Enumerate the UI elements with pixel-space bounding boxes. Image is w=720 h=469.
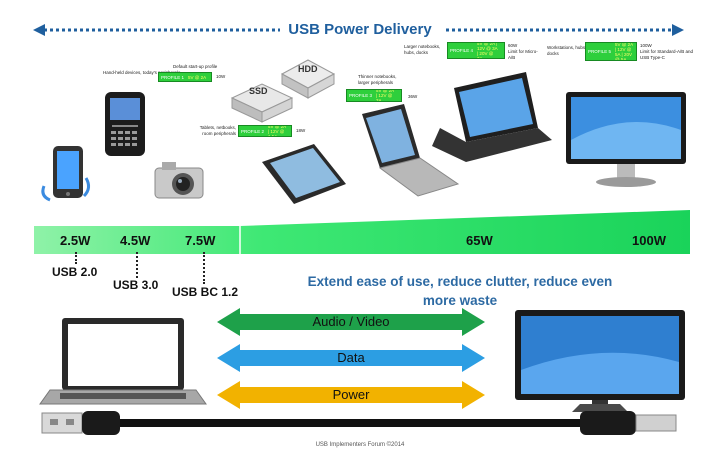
- power-level-2-5w: 2.5W: [60, 233, 91, 248]
- profile-4-label: PROFILE 4: [450, 48, 474, 53]
- hdd-icon: HDD: [280, 59, 336, 99]
- profile-5-limit: Limit for Standard-A/B and USB Type-C: [640, 49, 694, 60]
- power-level-100w: 100W: [632, 233, 666, 248]
- device-illustrations: SSD HDD: [41, 59, 686, 204]
- laptop-icon: [39, 318, 207, 405]
- profile-5-note: Workstations, hubs, docks: [547, 45, 587, 56]
- power-label: Power: [332, 387, 370, 402]
- profile-1-values: 5V @ 2A: [188, 74, 207, 80]
- profile-3-watts: 36W: [408, 94, 418, 99]
- profile-1-watts: 10W: [216, 74, 226, 79]
- blackberry-phone-icon: [105, 92, 145, 156]
- data-arrow: [217, 344, 485, 372]
- profile-2-watts: 18W: [296, 128, 306, 133]
- profile-4-values: 5V @ 2A | 12V @ 3A | 20V @ 3A: [477, 42, 498, 59]
- bottom-illustrations: [39, 308, 685, 435]
- profile-4-note: Larger notebooks, hubs, docks: [404, 44, 441, 55]
- power-wedge-bar: [34, 210, 690, 254]
- power-level-4-5w: 4.5W: [120, 233, 151, 248]
- profile-5-box: PROFILE 5 5V @ 2A | 12V @ 5A | 20V @ 5A: [585, 42, 637, 61]
- usb-cable-icon: [41, 411, 677, 435]
- profile-3-note: Thinner notebooks, larger peripherals: [358, 74, 397, 85]
- profile-4-box: PROFILE 4 5V @ 2A | 12V @ 3A | 20V @ 3A: [447, 42, 505, 59]
- audio-video-label: Audio / Video: [312, 314, 390, 329]
- profile-2-note: Tablets, netbooks, room peripherals: [199, 125, 236, 136]
- profile-1-note: Default start-up profile: [173, 64, 218, 69]
- profile-2-label: PROFILE 2: [241, 128, 265, 134]
- profile-5-values: 5V @ 2A | 12V @ 5A | 20V @ 5A: [615, 42, 633, 61]
- camera-icon: [154, 162, 204, 199]
- smartphone-icon: [41, 146, 91, 202]
- hand-held-note: Hand-held devices, today's peripherals: [103, 70, 181, 75]
- profile-4-watts: 60W: [508, 43, 518, 48]
- svg-text:HDD: HDD: [298, 64, 318, 74]
- audio-video-arrow: [217, 308, 485, 336]
- usb20-connector: [75, 252, 77, 264]
- tablet-icon: [262, 144, 346, 204]
- power-level-7-5w: 7.5W: [185, 233, 216, 248]
- profile-2-values: 5V @ 2A | 12V @ 1.5A: [268, 125, 286, 137]
- monitor-icon: [566, 92, 686, 187]
- profile-3-values: 5V @ 2A | 12V @ 3A: [376, 89, 394, 102]
- profile-3-label: PROFILE 3: [349, 93, 373, 98]
- tv-monitor-icon: [515, 310, 685, 412]
- large-notebook-icon: [432, 72, 552, 162]
- usb-3-0-label: USB 3.0: [113, 278, 159, 292]
- profile-2-box: PROFILE 2 5V @ 2A | 12V @ 1.5A: [238, 125, 292, 137]
- profile-1-box: PROFILE 1 5V @ 2A: [158, 72, 212, 82]
- profile-1-label: PROFILE 1: [161, 74, 185, 80]
- footer: USB Implementers Forum ©2014: [315, 442, 405, 448]
- title-arrows: [33, 24, 684, 36]
- power-arrow: [217, 381, 485, 409]
- ssd-icon: SSD: [230, 83, 294, 123]
- usbbc-connector: [203, 252, 205, 284]
- usb30-connector: [136, 252, 138, 278]
- power-level-65w: 65W: [466, 233, 493, 248]
- profile-3-box: PROFILE 3 5V @ 2A | 12V @ 3A: [346, 89, 402, 102]
- data-label: Data: [337, 350, 365, 365]
- thin-notebook-icon: [362, 104, 460, 197]
- usb-bc-1-2-label: USB BC 1.2: [172, 285, 239, 299]
- tagline: Extend ease of use, reduce clutter, redu…: [307, 274, 613, 308]
- profile-5-watts: 100W: [640, 43, 652, 48]
- profile-5-label: PROFILE 5: [588, 49, 612, 54]
- usb-2-0-label: USB 2.0: [52, 265, 98, 279]
- profile-4-limit: Limit for Micro-A/B: [508, 49, 538, 60]
- svg-text:SSD: SSD: [249, 86, 268, 96]
- page-title: USB Power Delivery: [288, 21, 432, 38]
